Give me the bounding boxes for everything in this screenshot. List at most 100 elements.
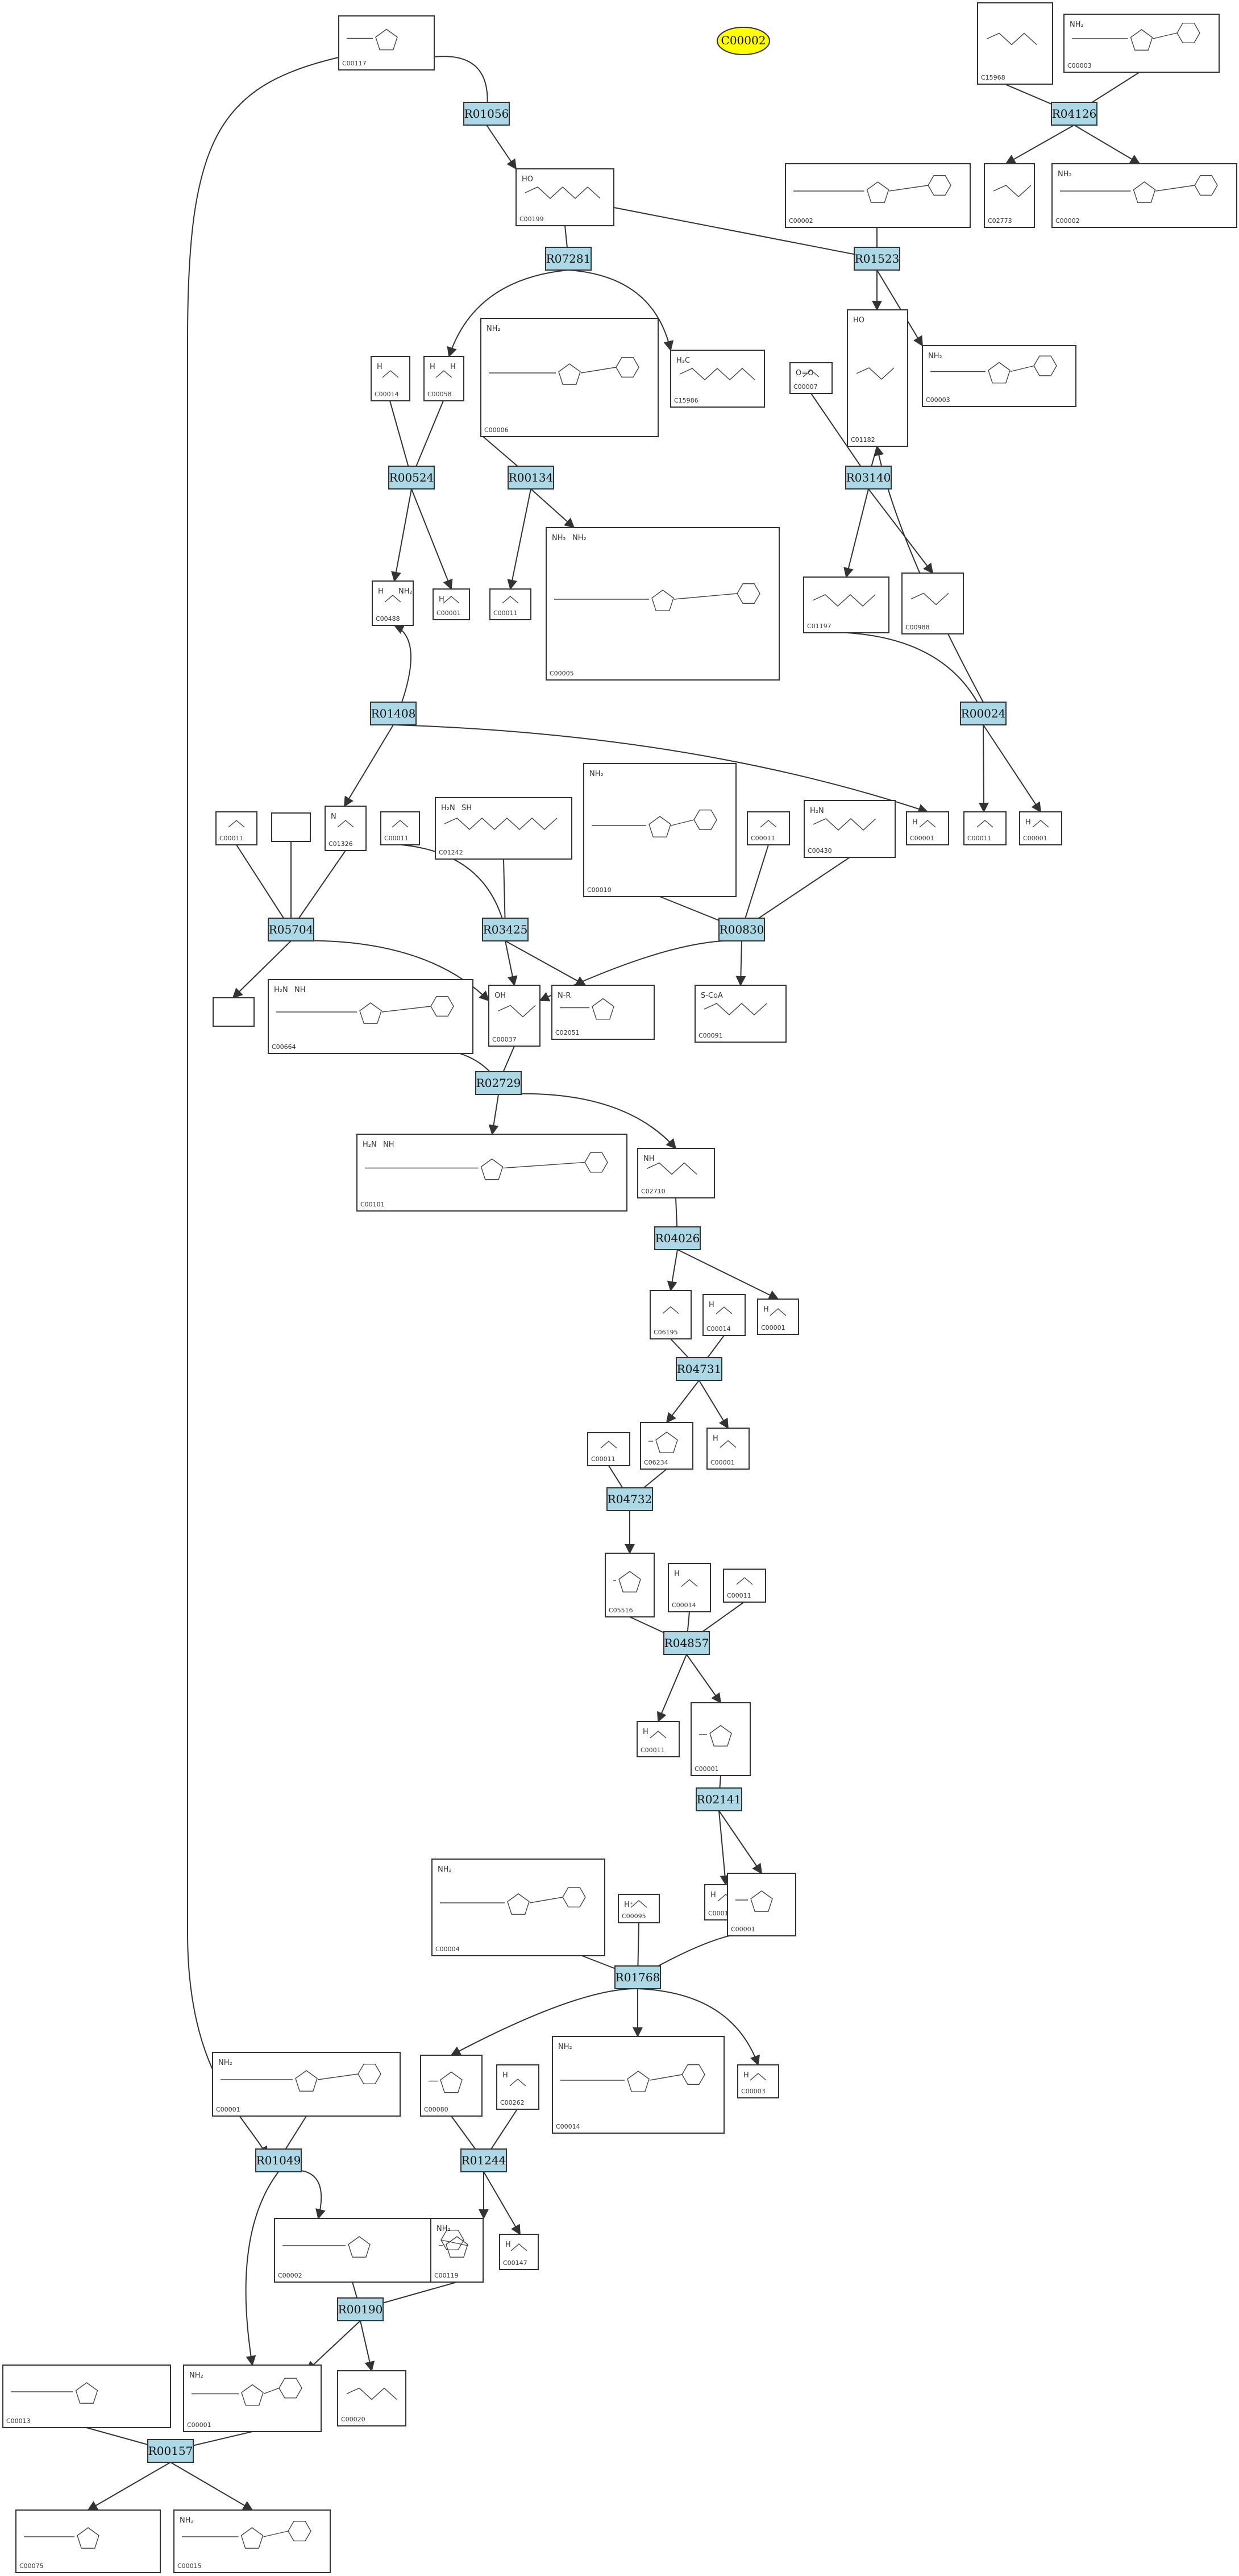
compound-node[interactable]: C00001 — [727, 1873, 796, 1936]
compound-node[interactable]: C00011 — [380, 811, 420, 845]
compound-node[interactable]: C06195 — [650, 1290, 692, 1339]
compound-node[interactable]: C05516 — [605, 1553, 655, 1617]
compound-node[interactable]: C00013 — [2, 2365, 171, 2428]
reaction-node[interactable]: R05704 — [268, 918, 314, 941]
compound-node[interactable]: C00011 — [489, 588, 531, 620]
reaction-node[interactable]: R01244 — [460, 2148, 507, 2172]
reaction-node[interactable]: R03425 — [482, 918, 529, 941]
compound-node[interactable]: C00011 — [723, 1569, 766, 1603]
reaction-node[interactable]: R04026 — [654, 1226, 701, 1250]
structure-label: NH₂ — [218, 2059, 232, 2067]
reaction-node[interactable]: R00024 — [960, 702, 1007, 725]
compound-node[interactable]: C02773 — [984, 163, 1035, 228]
compound-id: C00003 — [741, 2088, 766, 2095]
compound-node[interactable]: C00020 — [337, 2370, 406, 2426]
structure-drawing — [662, 1306, 679, 1314]
structure-drawing — [276, 996, 454, 1024]
compound-node[interactable]: C00001 — [691, 1702, 751, 1776]
reaction-node[interactable]: R01056 — [463, 102, 510, 126]
compound-node[interactable]: C00002 — [785, 163, 971, 228]
compound-node[interactable]: C01197 — [803, 576, 889, 633]
reaction-node[interactable]: R01408 — [370, 702, 417, 725]
reaction-node[interactable]: R04126 — [1051, 102, 1097, 126]
compound-node[interactable]: C06234 — [640, 1422, 693, 1470]
compound-node[interactable]: C00080 — [420, 2055, 483, 2117]
structure-drawing — [679, 368, 755, 380]
compound-node[interactable]: C15968 — [977, 2, 1053, 85]
reaction-node[interactable]: R04732 — [606, 1487, 653, 1511]
empty-compound-box[interactable] — [271, 812, 311, 842]
reaction-node[interactable]: R00524 — [388, 466, 435, 490]
reaction-node[interactable]: R01049 — [255, 2148, 302, 2172]
compound-node[interactable]: H⁺C00095 — [618, 1894, 660, 1923]
compound-box — [551, 985, 655, 1040]
reaction-node[interactable]: R02141 — [696, 1787, 742, 1811]
start-node-c00002[interactable] — [717, 27, 770, 55]
reaction-node[interactable]: R04731 — [676, 1357, 722, 1381]
compound-node[interactable]: C00002 — [274, 2218, 444, 2283]
reaction-label: R07281 — [546, 252, 591, 266]
reaction-node[interactable]: R02729 — [475, 1071, 522, 1095]
reaction-node[interactable]: R04857 — [663, 1631, 710, 1655]
reaction-node[interactable]: R00134 — [508, 466, 554, 490]
reaction-node[interactable]: R00830 — [718, 918, 765, 941]
compound-node[interactable]: C00011 — [747, 811, 790, 845]
reaction-edge — [486, 125, 517, 170]
compound-node[interactable]: C00075 — [15, 2509, 161, 2573]
reaction-node[interactable]: R01768 — [614, 1965, 661, 1989]
reaction-node[interactable]: R01523 — [854, 247, 900, 271]
reaction-node[interactable]: R00157 — [147, 2439, 194, 2463]
compound-node[interactable]: C00988 — [901, 573, 964, 634]
reaction-node[interactable]: R07281 — [545, 247, 592, 271]
empty-compound-box[interactable] — [213, 997, 255, 1027]
compound-node[interactable]: C00011 — [587, 1432, 630, 1466]
compound-node[interactable]: C00011 — [963, 811, 1007, 845]
reaction-edge — [666, 1380, 700, 1424]
compound-node[interactable]: C00011 — [215, 811, 257, 845]
reaction-node[interactable]: R03140 — [845, 466, 892, 490]
reaction-edge — [667, 1249, 678, 1292]
reaction-edge — [170, 2462, 253, 2511]
compound-node[interactable]: C00117 — [338, 15, 435, 70]
reaction-node[interactable]: R00190 — [337, 2297, 384, 2321]
